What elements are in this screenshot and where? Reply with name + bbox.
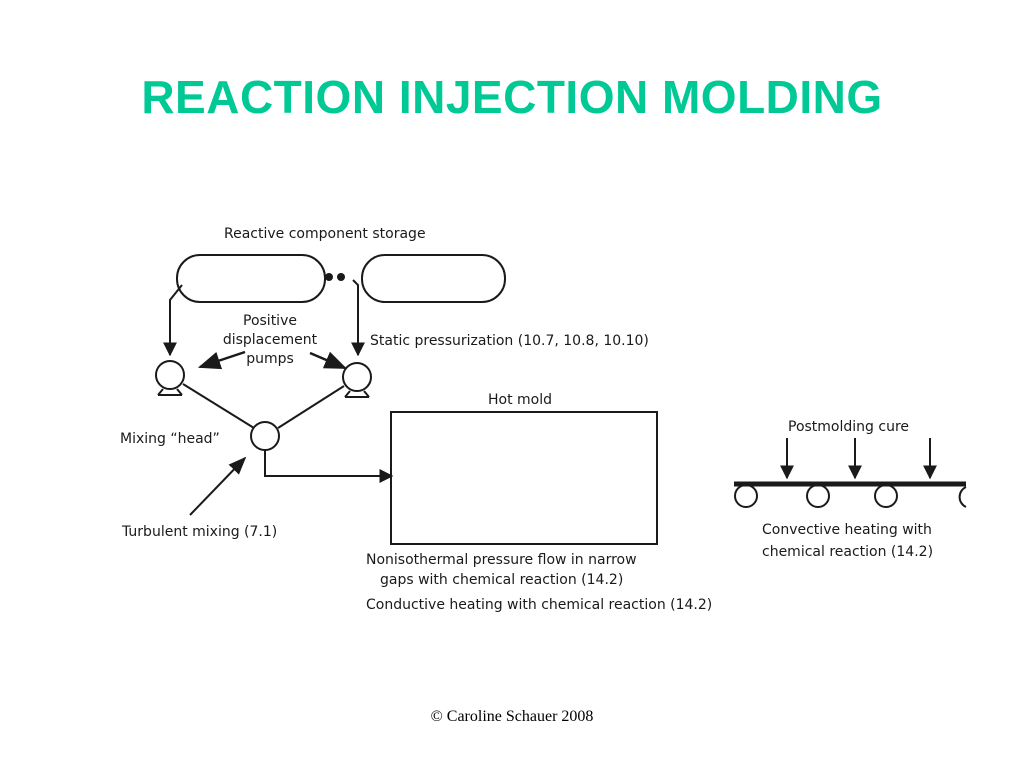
convective-label-line1: Convective heating with <box>762 522 932 538</box>
pump-right-to-head <box>277 385 345 429</box>
feed-line-left <box>163 284 183 357</box>
mixing-head-label: Mixing “head” <box>120 431 220 447</box>
turbulent-mixing-label: Turbulent mixing (7.1) <box>121 524 277 540</box>
feed-line-right <box>351 279 365 357</box>
pumps-label-line1: Positive <box>243 313 297 329</box>
hot-mold-label: Hot mold <box>488 392 552 408</box>
slide-title: REACTION INJECTION MOLDING <box>141 71 883 123</box>
pumps-label-line2: displacement <box>223 332 318 348</box>
static-pressurization-label: Static pressurization (10.7, 10.8, 10.10… <box>370 333 649 349</box>
postmolding-cure-label: Postmolding cure <box>788 419 909 435</box>
pump-left-base <box>157 388 183 396</box>
nonisothermal-label-line1: Nonisothermal pressure flow in narrow <box>366 552 637 568</box>
storage-label: Reactive component storage <box>224 226 426 242</box>
storage-tank-left <box>176 254 326 303</box>
connector-dot-right <box>337 273 345 281</box>
conveyor-roller-1 <box>734 484 758 508</box>
convective-label-line2: chemical reaction (14.2) <box>762 544 933 560</box>
pump-right <box>342 362 372 392</box>
conductive-heating-label: Conductive heating with chemical reactio… <box>366 597 712 613</box>
head-to-mold-line <box>264 450 394 483</box>
mixing-head <box>250 421 280 451</box>
storage-tank-right <box>361 254 506 303</box>
nonisothermal-label-line2: gaps with chemical reaction (14.2) <box>380 572 623 588</box>
conveyor-roller-3 <box>874 484 898 508</box>
pump-left <box>155 360 185 390</box>
pump-left-to-head <box>182 383 255 429</box>
conveyor-roller-4 <box>958 486 967 508</box>
hot-mold <box>390 411 658 545</box>
copyright-footer: © Caroline Schauer 2008 <box>430 708 594 725</box>
pumps-arrow-left <box>197 350 246 370</box>
connector-dot-left <box>325 273 333 281</box>
turbulent-arrow <box>189 456 247 516</box>
pump-right-base <box>344 390 370 398</box>
pumps-label-line3: pumps <box>246 351 294 367</box>
conveyor-roller-2 <box>806 484 830 508</box>
pumps-arrow-right <box>309 351 348 370</box>
